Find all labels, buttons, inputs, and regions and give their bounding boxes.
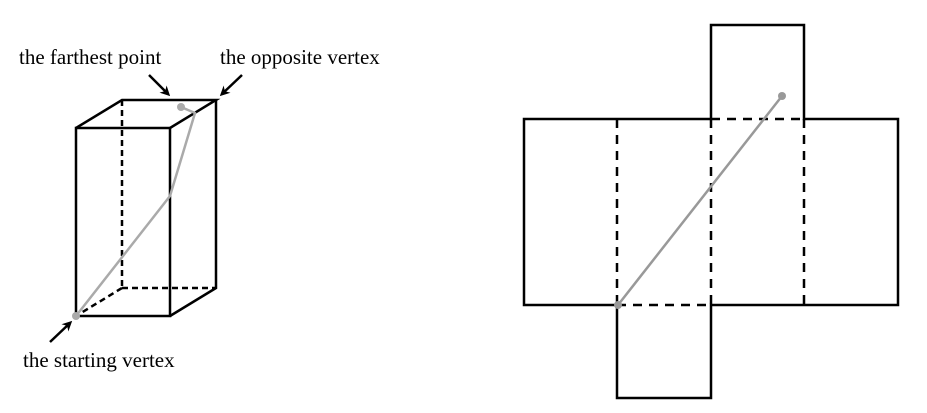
box-hidden-edges	[75, 100, 216, 318]
net-fold-lines	[615, 117, 806, 307]
label-starting-vertex: the starting vertex	[23, 348, 175, 372]
label-farthest-point: the farthest point	[19, 45, 162, 69]
net-end-point	[778, 92, 786, 100]
box-visible-edges	[74, 98, 221, 318]
arrow-farthest-point	[148, 74, 171, 97]
net-shortest-path	[617, 95, 783, 306]
arrow-opposite-vertex	[219, 74, 243, 97]
label-opposite-vertex: the opposite vertex	[220, 45, 380, 69]
box-net	[522, 23, 900, 400]
annotation-arrows	[49, 74, 243, 343]
arrow-starting-vertex	[49, 320, 73, 343]
farthest-point	[177, 103, 185, 111]
box-3d	[72, 98, 221, 320]
net-start-point	[614, 301, 622, 309]
net-outline	[522, 23, 900, 400]
box-shortest-path	[75, 105, 197, 317]
start-point	[72, 312, 80, 320]
